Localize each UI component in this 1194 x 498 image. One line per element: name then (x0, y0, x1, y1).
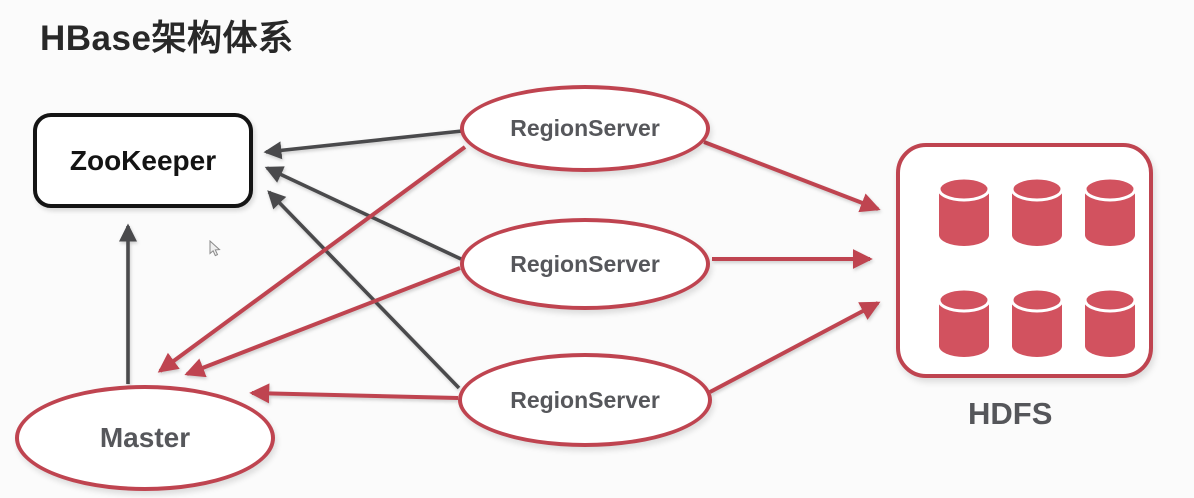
database-cylinder-icon (1083, 287, 1137, 357)
database-cylinder-icon (937, 176, 991, 246)
regionserver-node-2: RegionServer (460, 218, 710, 310)
edge-regionserver2-to-master (184, 266, 461, 378)
regionserver-label-2: RegionServer (510, 250, 660, 277)
database-cylinder-icon (1010, 287, 1064, 357)
regionserver-node-1: RegionServer (460, 85, 710, 172)
hdfs-label: HDFS (968, 396, 1053, 431)
regionserver-label-3: RegionServer (510, 386, 660, 413)
edge-regionserver3-to-master (249, 383, 459, 404)
master-node: Master (15, 385, 275, 491)
zookeeper-label: ZooKeeper (69, 144, 217, 176)
edge-regionserver1-to-master (157, 145, 467, 373)
zookeeper-node: ZooKeeper (33, 113, 253, 208)
regionserver-node-3: RegionServer (458, 353, 712, 447)
edge-regionserver2-to-zookeeper (264, 166, 462, 261)
edge-regionserver3-to-zookeeper (267, 190, 461, 390)
database-cylinder-icon (1010, 176, 1064, 246)
edge-regionserver1-to-zookeeper (263, 129, 463, 160)
hdfs-box (896, 143, 1153, 378)
database-cylinder-icon (1083, 176, 1137, 246)
mouse-cursor-icon (209, 240, 221, 257)
master-label: Master (99, 422, 191, 453)
diagram-title: HBase架构体系 (40, 19, 294, 58)
database-cylinder-icon (937, 287, 991, 357)
regionserver-label-1: RegionServer (510, 115, 660, 141)
edge-regionserver3-to-hdfs (709, 301, 881, 394)
edge-regionserver1-to-hdfs (703, 140, 881, 213)
